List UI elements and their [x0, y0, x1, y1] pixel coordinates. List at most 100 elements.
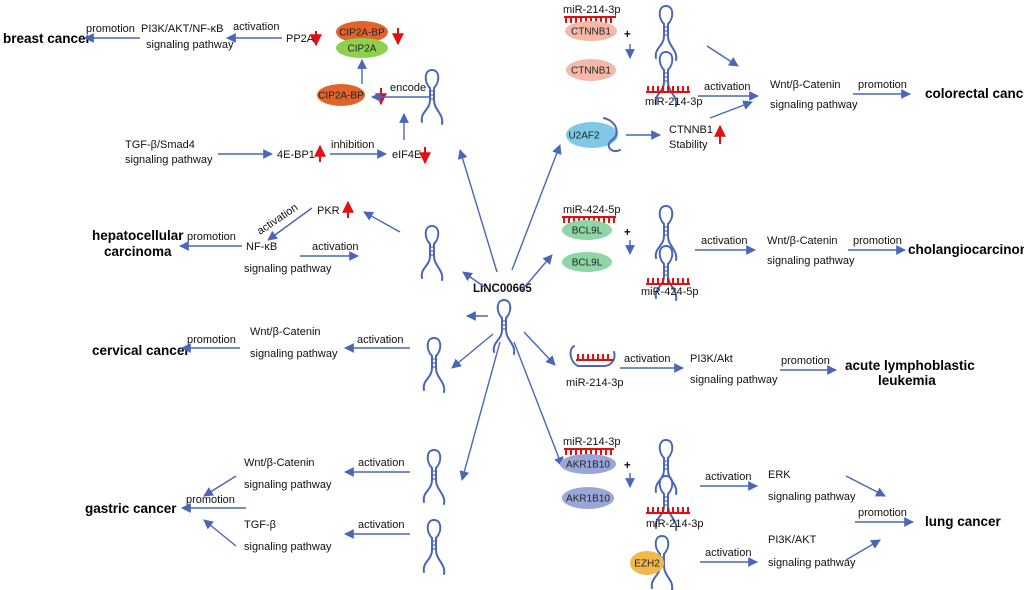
mirna-comb-7 — [646, 507, 690, 514]
molecule-pp2a: PP2A — [286, 33, 315, 45]
pathway-wnt: Wnt/β-Catenin — [767, 235, 838, 247]
disease-hepatocellular: hepatocellular — [92, 228, 184, 243]
label-promotion: promotion — [86, 23, 135, 35]
pathway-pi3k-akt-lung: PI3K/AKT — [768, 534, 817, 546]
plus-sign: + — [624, 227, 631, 239]
molecule-ctnnb1: CTNNB1 — [571, 27, 611, 38]
mirna-214-label: miR-214-3p — [563, 4, 620, 16]
molecule-bcl9l: BCL9L — [572, 226, 603, 237]
mirna-424-label: miR-424-5p — [563, 204, 620, 216]
pathway-pi3k-akt-nfkb: PI3K/AKT/NF-κB — [141, 23, 224, 35]
label-activation: activation — [358, 457, 404, 469]
label-signaling-pathway: signaling pathway — [768, 557, 856, 569]
label-signaling-pathway: signaling pathway — [244, 479, 332, 491]
node-ctnnb1 — [565, 21, 617, 41]
disease-cervical-cancer: cervical cancer — [92, 343, 190, 358]
mirna-comb-5 — [576, 354, 614, 361]
node-cip2a-bp — [336, 21, 388, 43]
node-bcl9l-2 — [562, 252, 612, 272]
mirna-comb-1 — [564, 16, 616, 23]
molecule-ezh2: EZH2 — [634, 559, 660, 570]
mirna-214-label-lung-2: miR-214-3p — [646, 518, 703, 530]
disease-lung-cancer: lung cancer — [925, 514, 1002, 529]
label-signaling-pathway: signaling pathway — [770, 99, 858, 111]
mirna-comb-2 — [646, 86, 690, 93]
label-promotion: promotion — [853, 235, 902, 247]
label-promotion: promotion — [187, 334, 236, 346]
molecule-u2af2: U2AF2 — [568, 131, 600, 142]
label-activation: activation — [624, 353, 670, 365]
u2af2-rna-strand — [603, 117, 621, 152]
molecule-nfkb: NF-κB — [246, 241, 277, 253]
pathway-erk: ERK — [768, 469, 791, 481]
disease-gastric-cancer: gastric cancer — [85, 501, 177, 516]
molecule-bcl9l-2: BCL9L — [572, 258, 603, 269]
mirna-214-label-2: miR-214-3p — [645, 96, 702, 108]
label-signaling-pathway: signaling pathway — [244, 263, 332, 275]
label-activation: activation — [704, 81, 750, 93]
molecule-akr1b10: AKR1B10 — [566, 460, 610, 471]
disease-acute-lymphoblastic: acute lymphoblastic — [845, 358, 975, 373]
lncrna-icon-all — [569, 345, 616, 367]
label-promotion: promotion — [858, 79, 907, 91]
molecule-cip2a-bp-2: CIP2A-BP — [318, 91, 364, 102]
label-activation: activation — [255, 202, 300, 238]
label-activation: activation — [701, 235, 747, 247]
label-signaling-pathway: signaling pathway — [250, 348, 338, 360]
molecule-pkr: PKR — [317, 205, 340, 217]
node-ctnnb1-2 — [566, 59, 616, 81]
pathway-tgfb: TGF-β — [244, 519, 276, 531]
node-ezh2 — [630, 551, 664, 575]
plus-sign: + — [624, 460, 631, 472]
disease-breast-cancer: breast cancer — [3, 31, 92, 46]
lncrna-icon-lung-1 — [654, 439, 678, 495]
node-bcl9l — [562, 220, 612, 240]
label-activation: activation — [233, 21, 279, 33]
label-promotion: promotion — [186, 494, 235, 506]
pathway-wnt: Wnt/β-Catenin — [244, 457, 315, 469]
molecule-akr1b10-2: AKR1B10 — [566, 494, 610, 505]
label-stability: Stability — [669, 139, 708, 151]
label-signaling-pathway: signaling pathway — [767, 255, 855, 267]
lncrna-icon-cervical — [422, 337, 446, 393]
molecule-cip2a-bp: CIP2A-BP — [339, 28, 385, 39]
lncrna-icon-gastric-2 — [422, 519, 446, 575]
label-activation: activation — [312, 241, 358, 253]
central-arrows — [451, 144, 564, 481]
pathway-pi3k-akt-all: PI3K/Akt — [690, 353, 733, 365]
mirna-214-label-lung: miR-214-3p — [563, 436, 620, 448]
label-signaling-pathway: signaling pathway — [690, 374, 778, 386]
disease-colorectal-cancer: colorectal cancer — [925, 86, 1024, 101]
label-encode: encode — [390, 82, 426, 94]
mirna-comb-3 — [562, 216, 616, 223]
molecule-ctnnb1-stability: CTNNB1 — [669, 124, 713, 136]
molecule-4e-bp1: 4E-BP1 — [277, 149, 315, 161]
node-u2af2 — [566, 122, 618, 148]
mirna-214-label-all: miR-214-3p — [566, 377, 623, 389]
center-label: LINC00665 — [473, 283, 532, 295]
molecule-cip2a: CIP2A — [348, 44, 377, 55]
lncrna-icon-hcc — [420, 225, 444, 281]
lncrna-icon-gastric-1 — [422, 449, 446, 505]
disease-cholangiocarcinoma: cholangiocarcinoma — [908, 242, 1024, 257]
label-activation: activation — [357, 334, 403, 346]
label-signaling-pathway: signaling pathway — [768, 491, 856, 503]
node-cip2a — [336, 38, 388, 58]
center-lncrna-icon — [492, 299, 516, 355]
label-inhibition: inhibition — [331, 139, 374, 151]
node-akr1b10 — [560, 454, 616, 474]
label-activation: activation — [358, 519, 404, 531]
disease-leukemia: leukemia — [878, 373, 936, 388]
label-promotion: promotion — [781, 355, 830, 367]
label-activation: activation — [705, 471, 751, 483]
label-signaling-pathway: signaling pathway — [244, 541, 332, 553]
label-promotion: promotion — [858, 507, 907, 519]
molecule-ctnnb1-2: CTNNB1 — [571, 66, 611, 77]
mirna-424-label-2: miR-424-5p — [641, 286, 698, 298]
label-promotion: promotion — [187, 231, 236, 243]
label-signaling-pathway: signaling pathway — [125, 154, 213, 166]
mirna-comb-6 — [564, 448, 614, 455]
label-activation: activation — [705, 547, 751, 559]
